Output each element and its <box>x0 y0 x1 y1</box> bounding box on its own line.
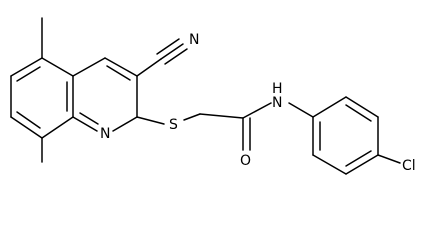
molecule-diagram: N N S H N O Cl <box>10 17 416 175</box>
amide-n-label: N <box>272 95 282 111</box>
quinoline-pyridine-ring <box>72 57 138 132</box>
carbonyl-o-label: O <box>240 153 251 169</box>
nitrile-group <box>136 38 188 77</box>
linker-bonds <box>136 102 314 151</box>
amide-h-label: H <box>272 81 283 97</box>
sulfur-label: S <box>169 117 178 133</box>
quinoline-benzo-ring <box>10 57 74 139</box>
nitrile-n-label: N <box>189 32 199 48</box>
structure-canvas: N N S H N O Cl <box>10 17 416 175</box>
chloro-label: Cl <box>402 158 416 174</box>
chlorophenyl-ring <box>312 96 401 175</box>
ring-n-label: N <box>100 126 110 142</box>
